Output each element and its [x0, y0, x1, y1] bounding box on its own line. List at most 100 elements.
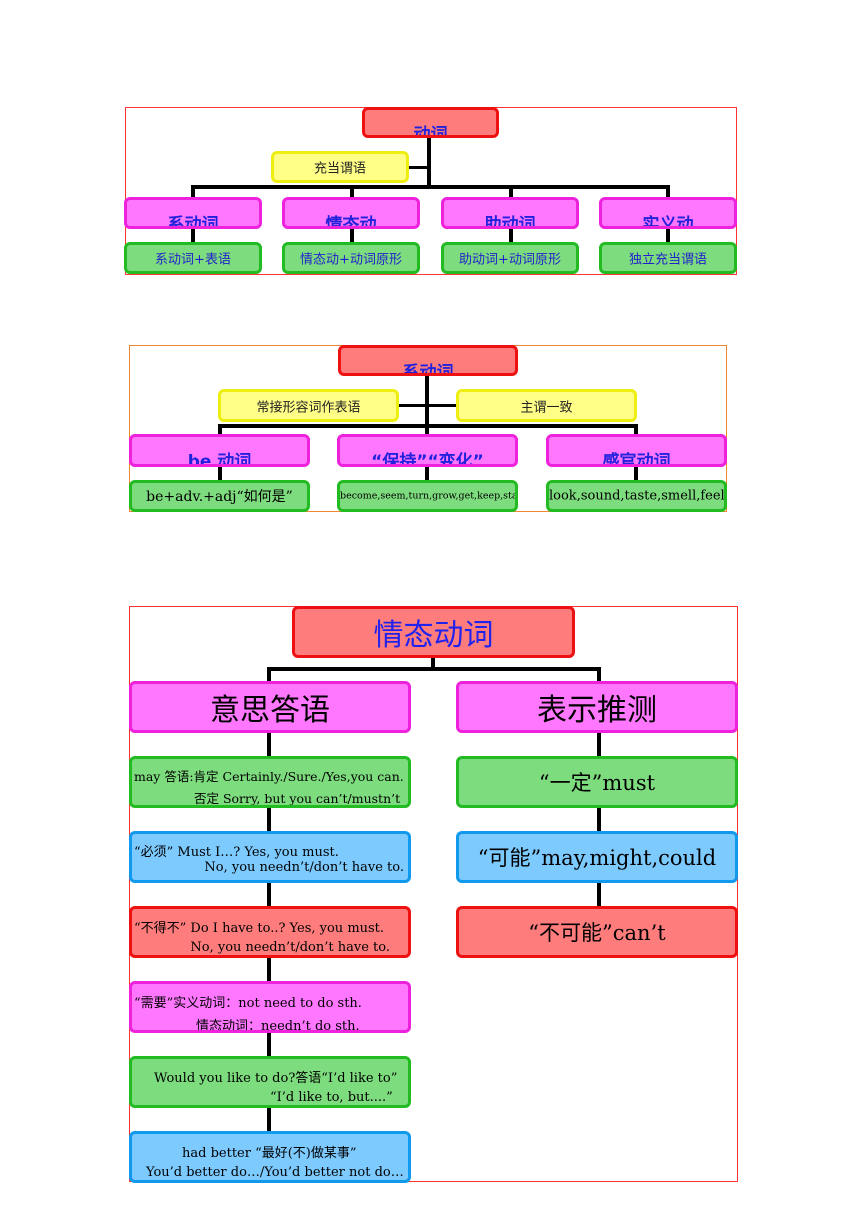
d1-usage-1: 系动词+表语 [124, 242, 262, 274]
d3-left-item-1-line1: may 答语:肯定 Certainly./Sure./Yes,you can. [134, 769, 404, 784]
d2-note-left-label: 常接形容词作表语 [256, 400, 361, 415]
d3-left-link-5 [267, 1031, 271, 1059]
d2-category-1-label: be 动词 [187, 452, 252, 467]
d1-link-3 [509, 228, 513, 244]
d2-link-3 [634, 464, 638, 482]
d3-drop-left [267, 667, 271, 683]
d1-drop-4 [666, 185, 670, 199]
d1-category-1-label: 系动词 [167, 215, 219, 229]
d1-usage-2: 情态动+动词原形 [282, 242, 420, 274]
d3-left-link-3 [267, 881, 271, 909]
d3-left-item-5-line2: “I’d like to, but....” [270, 1090, 393, 1105]
d1-drop-2 [350, 185, 354, 199]
d3-left-item-6-line2: You’d better do…/You’d better not do… [146, 1165, 404, 1180]
d3-left-item-6-line1: had better “最好(不)做某事” [182, 1146, 357, 1161]
d3-left-item-2-line2: No, you needn’t/don’t have to. [204, 860, 404, 875]
d1-link-2 [350, 228, 354, 244]
d2-root-stem [425, 375, 429, 427]
d2-note-right-label: 主谓一致 [520, 400, 573, 415]
d2-root-label: 系动词 [402, 363, 454, 376]
d2-usage-3-label: look,sound,taste,smell,feel [549, 488, 725, 504]
d3-left-link-1 [267, 731, 271, 759]
d3-left-item-3: “不得不” Do I have to..? Yes, you must. No,… [129, 906, 411, 958]
d3-right-title-label: 表示推测 [537, 693, 657, 728]
d2-usage-2: become,seem,turn,grow,get,keep,stay [337, 480, 518, 512]
d3-right-link-2 [597, 806, 601, 834]
d1-category-3-label: 助动词 [484, 215, 536, 229]
d3-left-item-4-line1: “需要”实义动词：not need to do sth. [134, 996, 362, 1011]
d2-note-left: 常接形容词作表语 [218, 389, 399, 422]
d1-usage-4-label: 独立充当谓语 [628, 252, 707, 268]
d1-link-1 [191, 228, 195, 244]
d1-function-label: 充当谓语 [313, 161, 366, 177]
d1-category-3: 助动词 [441, 197, 579, 229]
d2-root-node: 系动词 [338, 345, 518, 376]
d2-usage-1: be+adv.+adj“如何是” [129, 480, 310, 512]
d1-usage-2-label: 情态动+动词原形 [300, 252, 402, 268]
d2-category-3: 感官动词 [546, 434, 727, 467]
d3-left-item-2-line1: “必须” Must I…? Yes, you must. [134, 845, 339, 860]
d3-left-item-3-line1: “不得不” Do I have to..? Yes, you must. [134, 921, 385, 936]
d3-left-link-4 [267, 956, 271, 984]
d3-left-item-4-line2: 情态动词：needn’t do sth. [196, 1019, 360, 1033]
d2-link-1 [218, 464, 222, 482]
d3-left-title-node: 意思答语 [129, 681, 411, 733]
d3-right-link-3 [597, 881, 601, 909]
d2-usage-3: look,sound,taste,smell,feel [546, 480, 727, 512]
d3-right-item-3: “不可能”can’t [456, 906, 738, 958]
d3-left-item-2: “必须” Must I…? Yes, you must. No, you nee… [129, 831, 411, 883]
d2-drop-2 [425, 424, 429, 438]
d3-right-item-2: “可能”may,might,could [456, 831, 738, 883]
d3-left-item-1-line2: 否定 Sorry, but you can’t/mustn’t [194, 791, 401, 806]
d2-usage-2-label: become,seem,turn,grow,get,keep,stay [340, 490, 518, 502]
d1-root-node: 动词 [362, 107, 499, 138]
d1-category-2: 情态动 [282, 197, 420, 229]
d3-left-link-2 [267, 806, 271, 834]
d1-drop-3 [509, 185, 513, 199]
d2-category-2-label: “保持”“变化” [371, 452, 484, 467]
d2-drop-3 [634, 424, 638, 438]
d3-right-item-2-label: “可能”may,might,could [477, 846, 717, 870]
d1-function-connector [408, 166, 428, 169]
d3-left-item-5-line1: Would you like to do?答语“I’d like to” [154, 1071, 398, 1086]
d3-right-item-1: “一定”must [456, 756, 738, 808]
d1-category-1: 系动词 [124, 197, 262, 229]
d1-usage-1-label: 系动词+表语 [155, 252, 231, 268]
d3-right-item-3-label: “不可能”can’t [528, 921, 666, 945]
d1-category-2-label: 情态动 [325, 215, 377, 229]
d1-root-stem [427, 137, 431, 189]
d3-right-title-node: 表示推测 [456, 681, 738, 733]
d3-right-item-1-label: “一定”must [538, 771, 656, 795]
d3-root-node: 情态动词 [292, 606, 575, 658]
d3-horizontal-bus [267, 667, 601, 671]
d2-category-1: be 动词 [129, 434, 310, 467]
d3-root-label: 情态动词 [373, 618, 494, 653]
d2-category-3-label: 感官动词 [602, 452, 671, 467]
d1-category-4-label: 实义动 [642, 215, 694, 229]
d1-drop-1 [191, 185, 195, 199]
d1-usage-3: 助动词+动词原形 [441, 242, 579, 274]
d3-left-title-label: 意思答语 [210, 693, 330, 728]
d1-link-4 [666, 228, 670, 244]
d3-drop-right [597, 667, 601, 683]
d3-left-link-6 [267, 1106, 271, 1134]
d2-link-2 [425, 464, 429, 482]
d3-left-item-6: had better “最好(不)做某事” You’d better do…/Y… [129, 1131, 411, 1183]
d3-left-item-4: “需要”实义动词：not need to do sth. 情态动词：needn’… [129, 981, 411, 1033]
d2-category-2: “保持”“变化” [337, 434, 518, 467]
d1-horizontal-bus [191, 185, 670, 189]
d2-note-right: 主谓一致 [456, 389, 637, 422]
d1-usage-4: 独立充当谓语 [599, 242, 737, 274]
d3-left-item-1: may 答语:肯定 Certainly./Sure./Yes,you can. … [129, 756, 411, 808]
d3-root-stem [431, 656, 435, 670]
d1-usage-3-label: 助动词+动词原形 [459, 252, 561, 268]
d2-note-right-connector [428, 404, 458, 407]
d2-note-left-connector [398, 404, 426, 407]
d1-category-4: 实义动 [599, 197, 737, 229]
d3-left-item-3-line2: No, you needn’t/don’t have to. [190, 940, 390, 955]
d3-left-item-5: Would you like to do?答语“I’d like to” “I’… [129, 1056, 411, 1108]
d3-right-link-1 [597, 731, 601, 759]
d2-drop-1 [218, 424, 222, 438]
d1-root-label: 动词 [413, 125, 448, 138]
d2-usage-1-label: be+adv.+adj“如何是” [146, 489, 293, 505]
